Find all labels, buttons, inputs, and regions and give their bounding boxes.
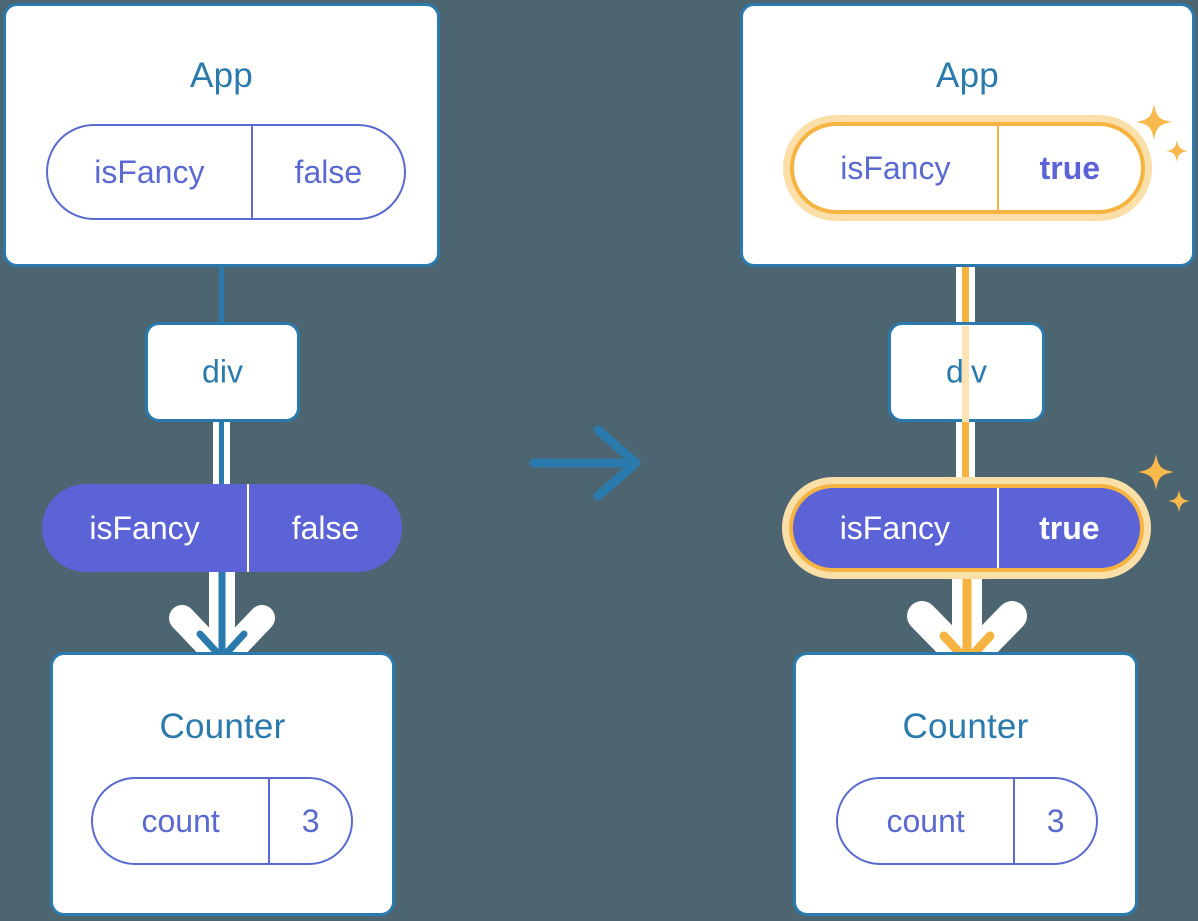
app-state-pill-before: isFancy false	[46, 124, 406, 220]
counter-state-value-before: 3	[268, 779, 351, 863]
counter-title-after: Counter	[902, 707, 1029, 746]
app-box-before: App isFancy false	[3, 3, 440, 267]
counter-box-before: Counter count 3	[50, 652, 395, 916]
prop-key-before: isFancy	[89, 510, 200, 546]
app-title-after: App	[936, 56, 999, 95]
prop-pill-after: isFancy true	[789, 484, 1144, 572]
app-state-key-after: isFancy	[840, 150, 951, 186]
div-box-before: div	[145, 322, 300, 422]
counter-state-key-before: count	[141, 803, 220, 839]
counter-state-value-after: 3	[1013, 779, 1096, 863]
connector-div-to-prop-before	[219, 418, 224, 490]
app-state-pill-after: isFancy true	[790, 122, 1145, 214]
app-title-before: App	[190, 56, 253, 95]
div-label-before: div	[202, 353, 243, 390]
app-state-value-before: false	[250, 126, 404, 218]
counter-state-key-after: count	[886, 803, 965, 839]
prop-key-after: isFancy	[839, 510, 950, 546]
connector-app-to-div-after	[962, 210, 969, 328]
prop-value-before: false	[247, 484, 402, 572]
counter-state-pill-after: count 3	[836, 777, 1098, 865]
counter-state-pill-before: count 3	[91, 777, 353, 865]
connector-through-div-after	[962, 326, 969, 422]
app-state-key-before: isFancy	[94, 154, 205, 190]
counter-title-before: Counter	[159, 707, 286, 746]
app-state-value-after: true	[996, 126, 1141, 210]
connector-app-to-div-before	[219, 266, 224, 324]
prop-value-after: true	[996, 488, 1140, 568]
prop-pill-before: isFancy false	[42, 484, 402, 572]
transition-right-arrow	[529, 425, 641, 501]
counter-box-after: Counter count 3	[793, 652, 1138, 916]
connector-div-to-prop-after	[962, 418, 969, 492]
